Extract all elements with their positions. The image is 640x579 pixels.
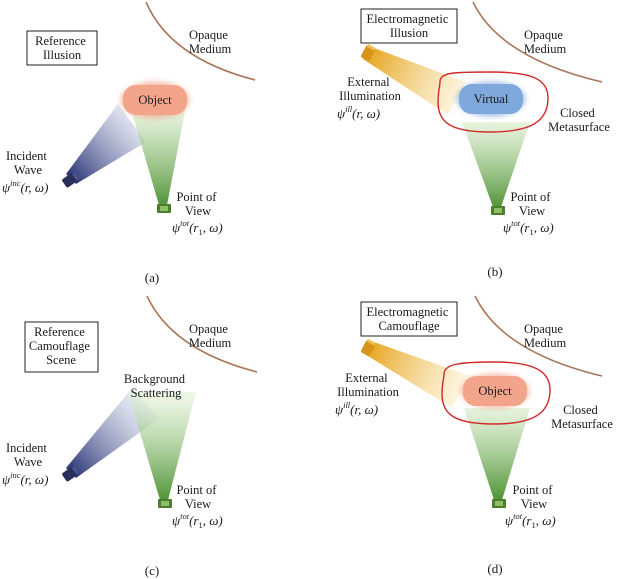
source-label: External Illumination: [339, 75, 402, 103]
scene-box-label: Reference Illusion: [35, 34, 89, 62]
caption: (b): [487, 264, 502, 279]
incident-wave-beam: [66, 104, 146, 184]
source-symbol: ψill(r, ω): [335, 400, 378, 417]
viewer-label: Point of View: [512, 483, 555, 511]
panel-c: Reference Camouflage Scene Opaque Medium…: [2, 295, 258, 578]
opaque-medium-curve: [146, 295, 258, 373]
metasurface-outline: [441, 361, 551, 425]
source-icon: [62, 172, 79, 188]
viewer-label: Point of View: [510, 190, 553, 218]
medium-label: Opaque Medium: [189, 28, 232, 56]
virtual-blob: [459, 84, 523, 114]
source-icon: [361, 44, 376, 61]
opaque-medium-curve: [472, 1, 603, 83]
medium-label: Opaque Medium: [524, 322, 567, 350]
viewer-label: Point of View: [176, 190, 219, 218]
caption: (c): [145, 563, 159, 578]
illumination-beam: [363, 47, 466, 115]
panel-b: Virtual Electromagnetic Illusion Opaque …: [337, 1, 610, 279]
source-icon: [62, 466, 79, 482]
scene-box: [360, 8, 458, 44]
source-label: Incident Wave: [6, 149, 50, 177]
caption: (d): [487, 561, 502, 576]
source-label: External Illumination: [337, 371, 400, 399]
metasurface-label: Closed Metasurface: [551, 403, 613, 431]
illumination-beam: [363, 341, 470, 408]
scene-box: [26, 30, 98, 66]
view-beam: [130, 106, 186, 205]
source-symbol: ψinc(r, ω): [2, 470, 48, 487]
source-icon: [361, 339, 376, 356]
scene-box-label: Electromagnetic Camouflage: [366, 305, 451, 333]
virtual-label: Virtual: [474, 92, 509, 106]
viewer-icon: [491, 206, 505, 215]
caption: (a): [145, 270, 159, 285]
opaque-medium-curve: [145, 1, 256, 81]
scene-box-label: Electromagnetic Illusion: [366, 12, 451, 40]
scattering-label: Background Scattering: [124, 372, 188, 400]
opaque-medium-curve: [474, 295, 603, 377]
scene-box: [360, 301, 458, 337]
object-blob: [123, 85, 187, 115]
view-beam: [462, 122, 530, 207]
viewer-label: Point of View: [176, 483, 219, 511]
object-label: Object: [138, 93, 172, 107]
viewer-symbol: ψtot(r1, ω): [505, 511, 556, 530]
viewer-symbol: ψtot(r1, ω): [172, 218, 223, 237]
viewer-icon: [492, 499, 506, 508]
viewer-symbol: ψtot(r1, ω): [172, 511, 223, 530]
source-symbol: ψinc(r, ω): [2, 178, 48, 195]
object-label: Object: [478, 384, 512, 398]
medium-label: Opaque Medium: [189, 322, 232, 350]
viewer-icon: [157, 204, 171, 213]
viewer-symbol: ψtot(r1, ω): [503, 218, 554, 237]
viewer-icon: [158, 499, 172, 508]
scene-box-label: Reference Camouflage Scene: [29, 325, 93, 367]
view-beam: [464, 408, 530, 500]
panel-d: Object Electromagnetic Camouflage Opaque…: [335, 295, 613, 576]
panel-a: Object Reference Illusion Opaque Medium …: [2, 1, 256, 285]
medium-label: Opaque Medium: [524, 28, 567, 56]
metasurface-label: Closed Metasurface: [548, 106, 610, 134]
source-symbol: ψill(r, ω): [337, 104, 380, 121]
source-label: Incident Wave: [6, 441, 50, 469]
object-blob: [463, 376, 527, 406]
metasurface-outline: [437, 71, 549, 133]
scene-box: [24, 321, 99, 373]
view-beam: [128, 392, 196, 500]
